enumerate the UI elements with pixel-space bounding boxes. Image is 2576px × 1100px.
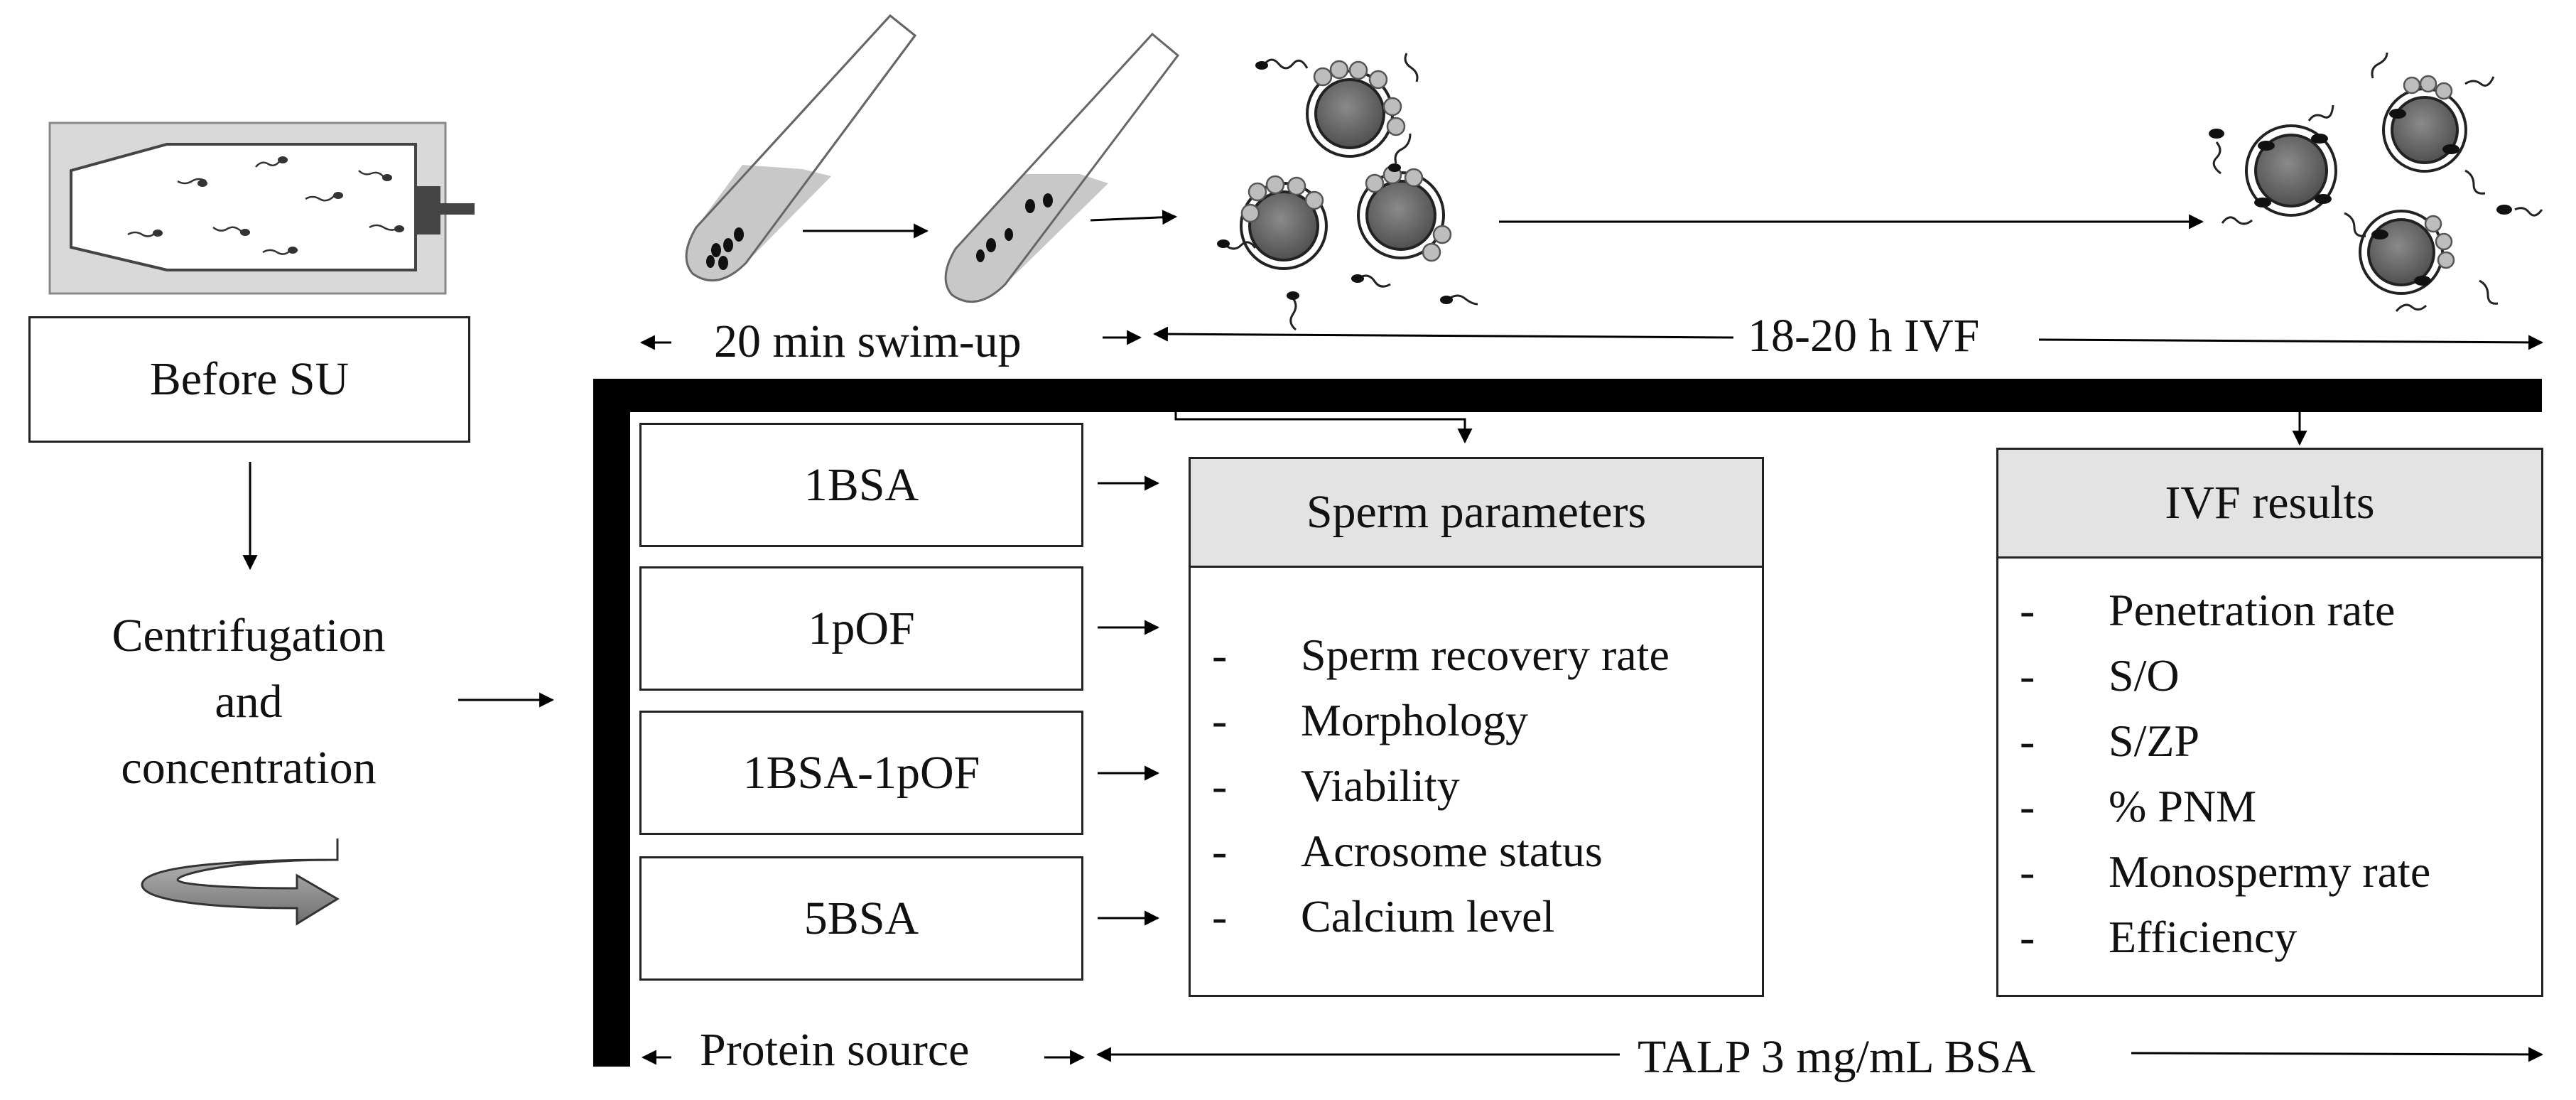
centrifugation-line-2: and — [215, 676, 283, 728]
centrifugation-line-3: concentration — [121, 742, 377, 794]
arrow-ivf-left — [1152, 326, 1734, 342]
test-tube-icon — [944, 32, 1180, 303]
centrifugation-line-1: Centrifugation — [112, 610, 386, 662]
connector-sperm-parameters — [1174, 412, 1473, 444]
treatment-label: 1pOF — [808, 602, 915, 654]
test-tube-icon — [685, 14, 917, 282]
list-item: -Calcium level — [1212, 891, 1555, 942]
list-item: -Viability — [1212, 760, 1460, 811]
oocyte-cluster-icon — [2209, 52, 2543, 313]
sperm-parameters-box: Sperm parameters -Sperm recovery rate -M… — [1189, 457, 1764, 997]
list-item: -Sperm recovery rate — [1212, 630, 1669, 680]
swim-up-label: 20 min swim-up — [714, 316, 1022, 367]
arrow-ivf-right — [2038, 335, 2544, 350]
sperm-parameters-header: Sperm parameters — [1191, 459, 1762, 568]
sperm-parameters-title: Sperm parameters — [1306, 486, 1647, 538]
treatment-label: 1BSA-1pOF — [742, 746, 980, 799]
list-item: -% PNM — [2020, 781, 2257, 831]
oocyte-cluster-icon — [1217, 53, 1478, 331]
ivf-label: 18-20 h IVF — [1748, 310, 1980, 362]
list-item: -Morphology — [1212, 695, 1528, 745]
ivf-results-list: -Penetration rate -S/O -S/ZP -% PNM -Mon… — [2020, 578, 2541, 970]
ivf-results-box: IVF results -Penetration rate -S/O -S/ZP… — [1996, 448, 2543, 997]
treatment-box: 1BSA — [639, 423, 1083, 547]
before-su-box: Before SU — [28, 316, 470, 443]
arrow-talp-right — [2131, 1047, 2544, 1062]
treatment-label: 5BSA — [803, 892, 919, 944]
treatment-box: 1pOF — [639, 566, 1083, 691]
list-item: -Acrosome status — [1212, 826, 1603, 876]
frame-top-bar — [593, 379, 2542, 412]
treatment-box: 1BSA-1pOF — [639, 711, 1083, 835]
list-item: -S/O — [2020, 650, 2180, 701]
ivf-results-header: IVF results — [1998, 450, 2541, 559]
list-item: -Monospermy rate — [2020, 846, 2431, 897]
talp-label: TALP 3 mg/mL BSA — [1638, 1031, 2036, 1083]
protein-source-label: Protein source — [700, 1024, 970, 1076]
list-item: -Penetration rate — [2020, 585, 2396, 635]
frame-left-bar — [593, 379, 630, 1067]
ivf-results-title: IVF results — [2165, 477, 2375, 529]
centrifugation-label: Centrifugation and concentration — [43, 603, 455, 801]
centrifuge-rotation-icon — [141, 839, 340, 926]
arrow-tube-2 — [1090, 210, 1178, 225]
treatment-label: 1BSA — [803, 458, 919, 511]
treatment-box: 5BSA — [639, 856, 1083, 981]
sperm-parameters-list: -Sperm recovery rate -Morphology -Viabil… — [1212, 622, 1762, 949]
before-su-label: Before SU — [149, 353, 350, 405]
list-item: -S/ZP — [2020, 716, 2200, 766]
list-item: -Efficiency — [2020, 912, 2298, 962]
petri-dish-icon — [48, 122, 475, 295]
